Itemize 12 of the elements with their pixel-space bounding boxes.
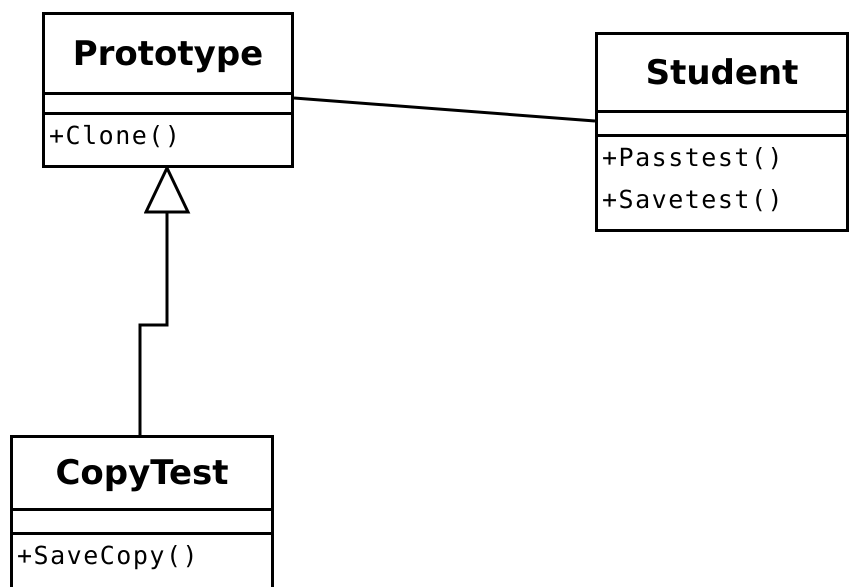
method-text: +Savetest() [602, 185, 784, 215]
class-name: CopyTest [55, 453, 229, 493]
association-line [294, 96, 596, 122]
class-name: Prototype [72, 34, 264, 74]
method-text: +SaveCopy() [17, 541, 200, 571]
method-text: +Passtest() [602, 143, 784, 173]
class-box [595, 32, 849, 232]
method-text: +Clone() [49, 121, 182, 151]
class-box [42, 12, 294, 168]
class-name: Student [646, 52, 798, 92]
class-box [10, 435, 274, 587]
generalization-arrow [138, 166, 190, 435]
